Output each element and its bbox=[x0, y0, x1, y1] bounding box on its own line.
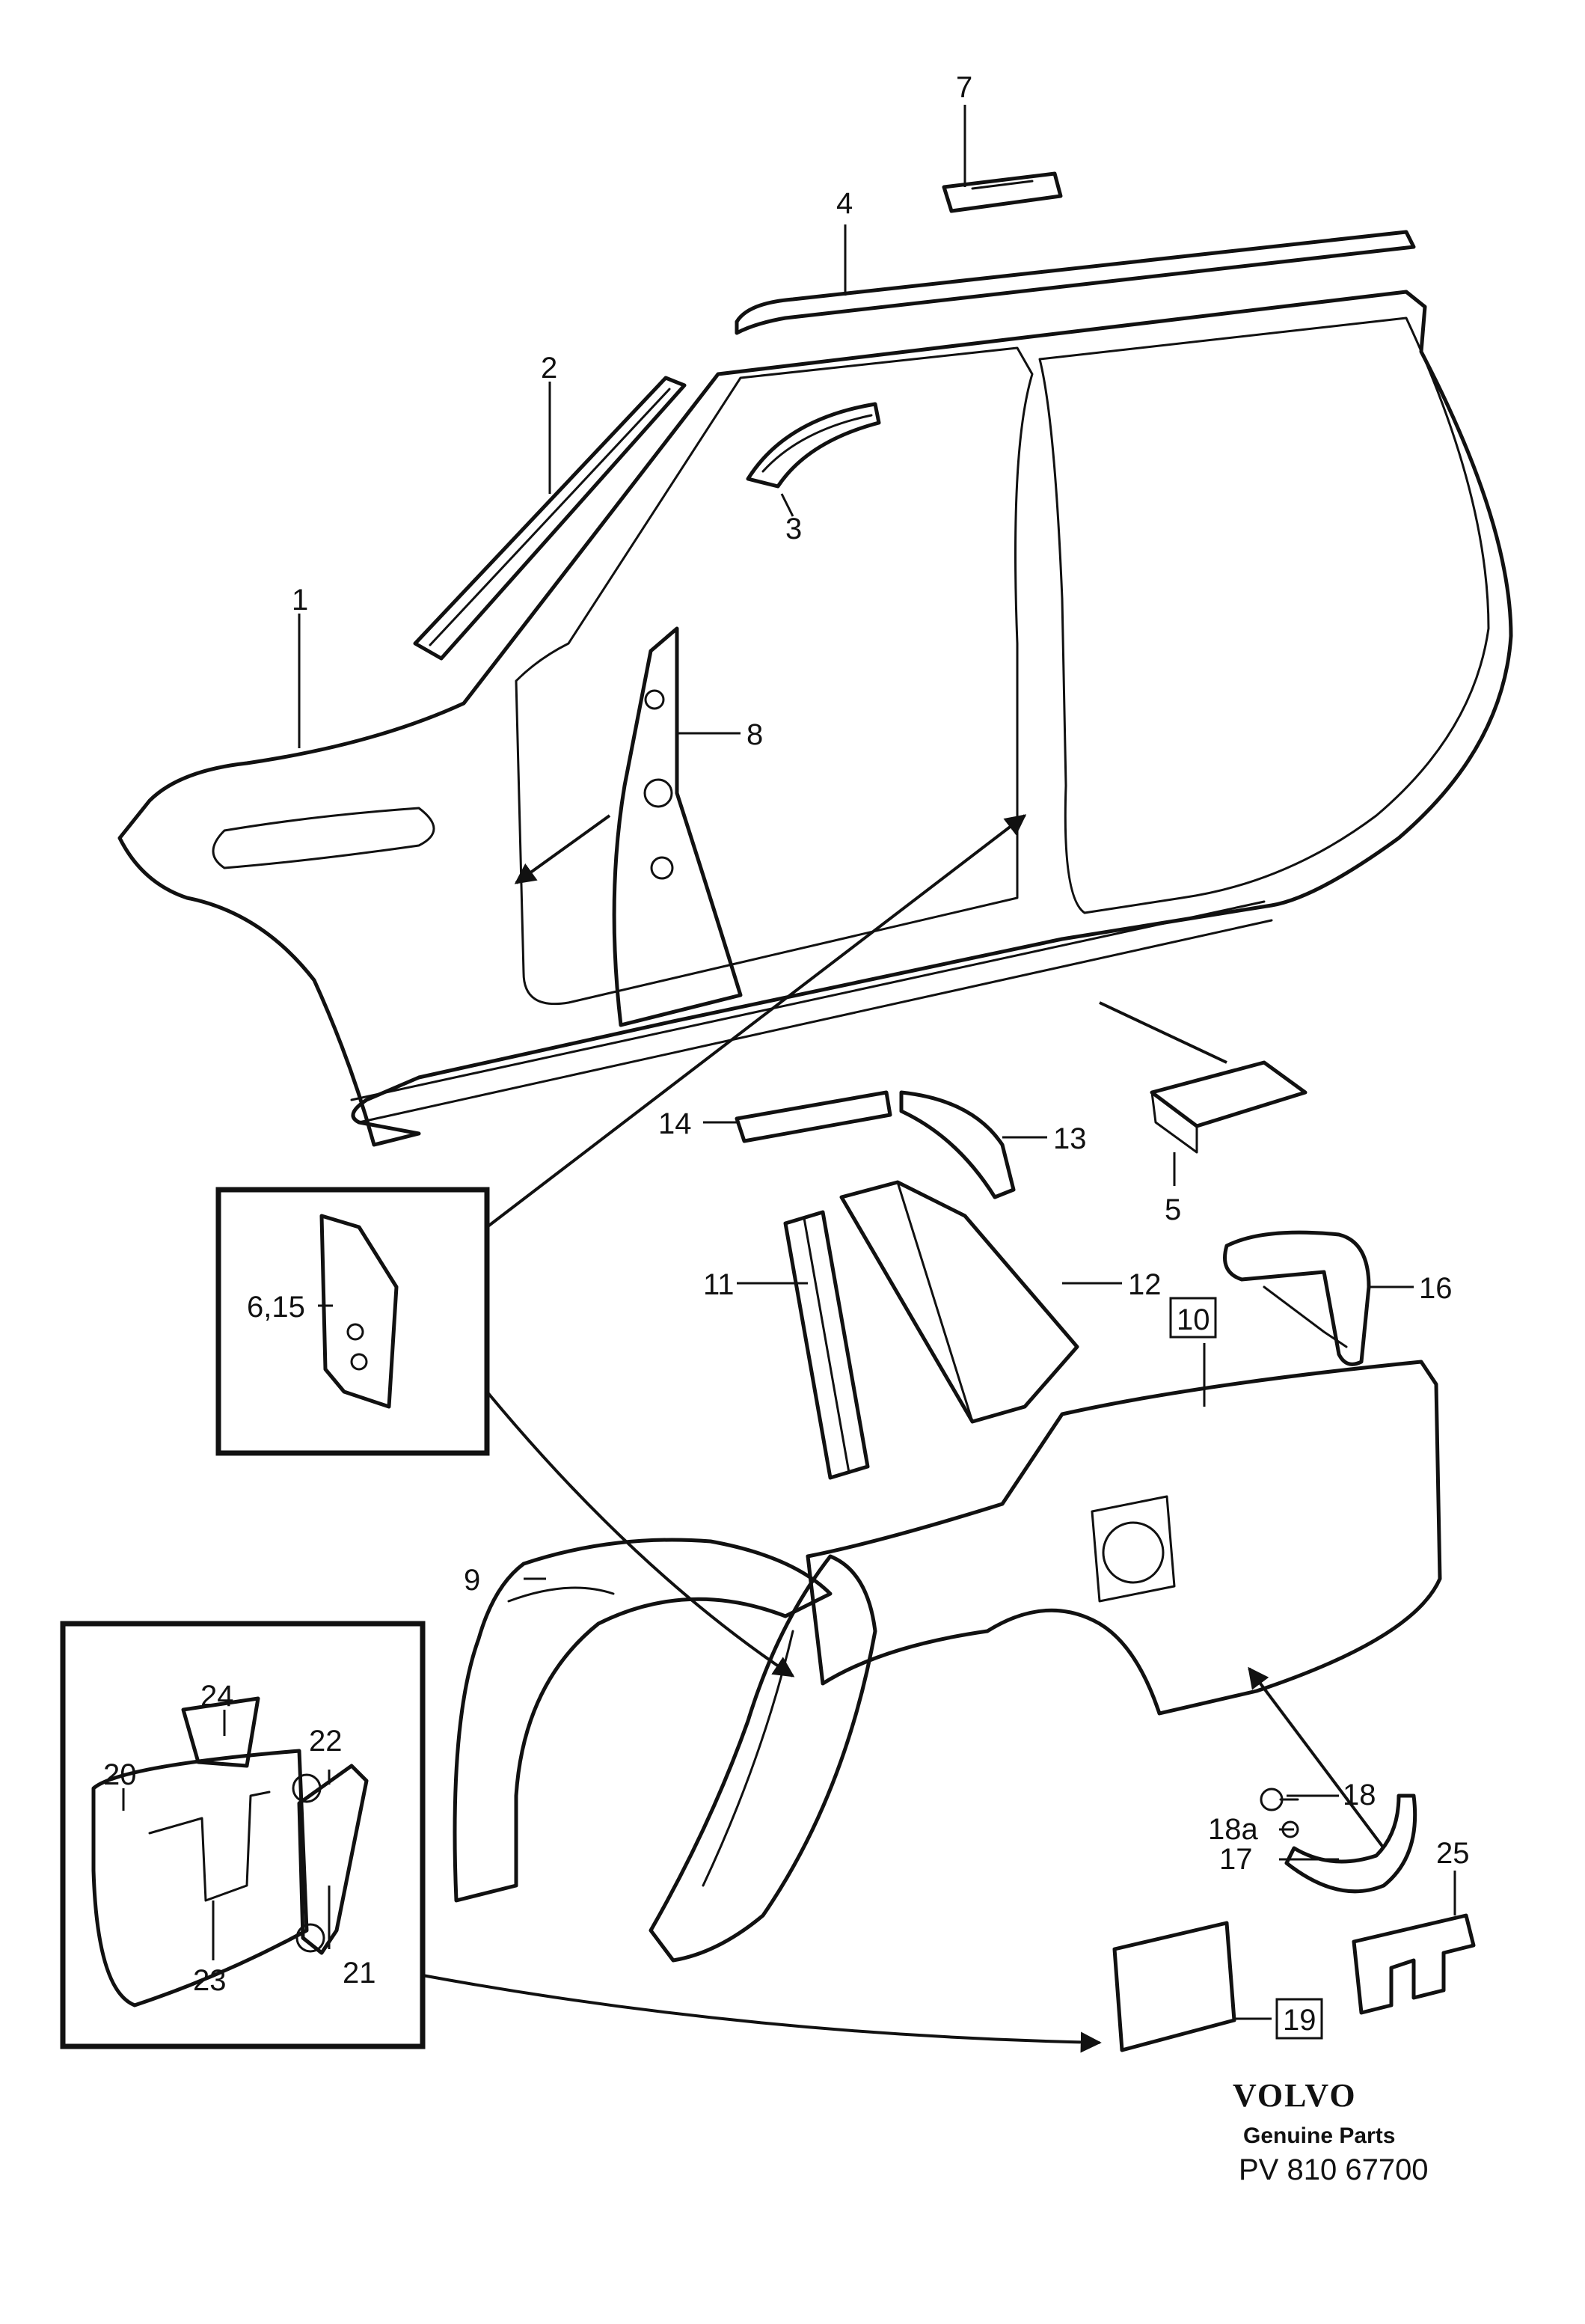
part-13-upper-corner bbox=[899, 1090, 1016, 1199]
volvo-logo: VOLVO bbox=[1233, 2077, 1357, 2114]
callout-6-15: 6,15 bbox=[247, 1291, 305, 1324]
inset-box-fuel-door bbox=[60, 1621, 426, 2049]
part-25-mounting-plate bbox=[1352, 1913, 1476, 2015]
arrow-17-to-panel bbox=[1248, 1666, 1385, 1850]
brand-tagline: Genuine Parts bbox=[1243, 2123, 1396, 2148]
callout-18a: 18a bbox=[1208, 1813, 1258, 1846]
arrow-8-to-body bbox=[514, 814, 611, 884]
arrow-inset6-to-quarter bbox=[485, 1390, 795, 1678]
callout-1: 1 bbox=[292, 584, 308, 617]
part-3-inner-reinforcement bbox=[746, 402, 881, 489]
part-21-hinge bbox=[297, 1764, 369, 1955]
callout-18: 18 bbox=[1343, 1779, 1376, 1811]
callout-17: 17 bbox=[1219, 1843, 1253, 1876]
part-number-code: PV 810 67700 bbox=[1239, 2153, 1429, 2186]
part-1-body-side bbox=[117, 290, 1513, 1147]
callout-7: 7 bbox=[956, 71, 972, 104]
callout-12: 12 bbox=[1128, 1268, 1162, 1301]
part-9-wheelhouse bbox=[453, 1538, 833, 1903]
inset-box-6-15 bbox=[215, 1187, 490, 1456]
part-4-roof-rail bbox=[735, 230, 1416, 335]
callout-11: 11 bbox=[703, 1268, 735, 1301]
arrow-inset-to-19 bbox=[422, 1974, 1102, 2053]
part-17-bracket bbox=[1284, 1794, 1417, 1894]
part-8-pillar-reinforcement bbox=[612, 626, 743, 1027]
part-16-quarter-reinforcement bbox=[1223, 1230, 1371, 1366]
callout-4: 4 bbox=[836, 187, 853, 220]
part-19-fuel-flap bbox=[1112, 1921, 1236, 2052]
callout-5: 5 bbox=[1165, 1193, 1181, 1226]
callout-14: 14 bbox=[658, 1107, 692, 1140]
callout-3: 3 bbox=[785, 513, 802, 545]
callout-25: 25 bbox=[1436, 1837, 1470, 1870]
callout-13: 13 bbox=[1053, 1122, 1087, 1155]
arrow-inset6-to-pillar bbox=[485, 814, 1027, 1229]
part-23-spring-clip bbox=[148, 1791, 271, 1902]
part-2-a-pillar-strip bbox=[413, 376, 687, 661]
callout-23: 23 bbox=[193, 1964, 227, 1997]
part-11-pillar-outer bbox=[783, 1210, 870, 1480]
part-7-roof-bracket bbox=[942, 171, 1063, 213]
callout-24: 24 bbox=[200, 1680, 234, 1713]
part-20-filler-door bbox=[91, 1749, 309, 2007]
part-18-bolt bbox=[1260, 1788, 1299, 1811]
callout-19: 19 bbox=[1283, 2004, 1316, 2037]
callout-21: 21 bbox=[343, 1957, 376, 1990]
callout-19-box bbox=[1275, 1998, 1323, 2040]
callout-16: 16 bbox=[1419, 1272, 1453, 1305]
part-24-cover bbox=[181, 1696, 260, 1768]
part-12-pillar-panel bbox=[839, 1180, 1079, 1424]
part-10-rear-quarter-panel bbox=[806, 1360, 1442, 1716]
callout-22: 22 bbox=[309, 1725, 343, 1758]
part-5-sill-bracket bbox=[1150, 1060, 1307, 1154]
part-6-15-reinforcement-plate bbox=[319, 1214, 399, 1409]
callout-20: 20 bbox=[103, 1758, 137, 1791]
callout-2: 2 bbox=[541, 352, 557, 385]
part-22-hinge-spring bbox=[292, 1773, 325, 1953]
callout-8: 8 bbox=[746, 718, 763, 751]
callout-10: 10 bbox=[1177, 1303, 1210, 1336]
leader-lines bbox=[122, 105, 1456, 2020]
callout-10-box bbox=[1169, 1297, 1217, 1339]
part-14-upper-bracket bbox=[735, 1090, 892, 1143]
arrow-5-to-sill bbox=[1099, 1001, 1227, 1064]
callout-9: 9 bbox=[464, 1564, 480, 1597]
quarter-inner-panel bbox=[649, 1554, 877, 1963]
